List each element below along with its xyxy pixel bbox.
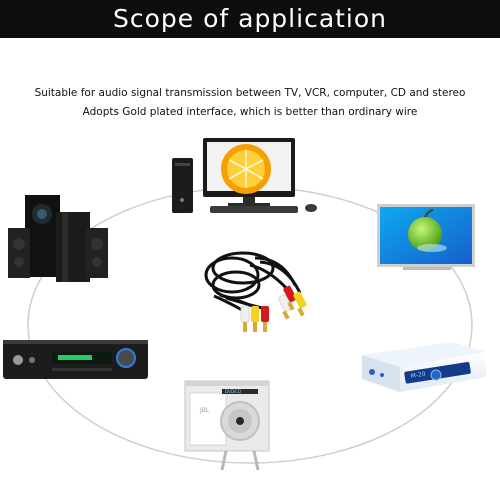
- description-line-1: Suitable for audio signal transmission b…: [34, 87, 466, 99]
- description-line-2: Adopts Gold plated interface, which is b…: [82, 106, 418, 118]
- set-top-box-display: M-20: [410, 371, 426, 380]
- speaker-icon: [8, 195, 108, 282]
- tv-icon: [377, 204, 475, 270]
- cd-display-label: DVD/CD: [225, 389, 241, 394]
- receiver-icon: [3, 340, 148, 379]
- set-top-box-icon: M-20: [362, 342, 486, 392]
- cd-player-icon: JBL DVD/CD: [184, 380, 270, 471]
- banner-title: Scope of application: [0, 0, 500, 38]
- computer-icon: [172, 138, 317, 213]
- cd-brand-label: JBL: [199, 407, 210, 414]
- rca-cable-icon: [204, 251, 307, 332]
